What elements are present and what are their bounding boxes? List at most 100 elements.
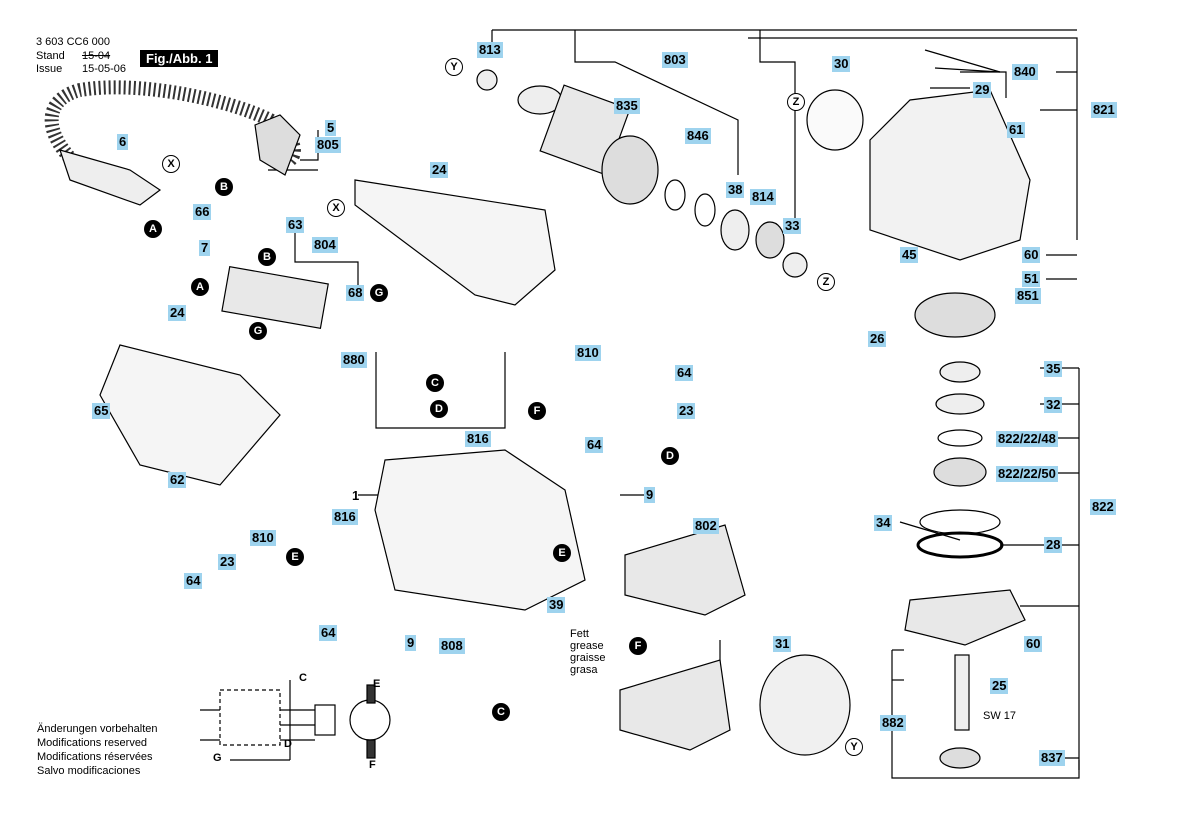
part-9-right: 9 (644, 487, 656, 503)
ref-C-module: C (426, 374, 444, 392)
ref-Z-bottom: Z (817, 273, 835, 291)
grease-label-1: Fett (570, 628, 589, 640)
ref-F-brush: F (528, 402, 546, 420)
ref-G-wire: G (370, 284, 388, 302)
part-840: 840 (1012, 64, 1038, 80)
part-837: 837 (1039, 750, 1065, 766)
ref-C-coil: C (492, 703, 510, 721)
part-64-top: 64 (675, 365, 694, 381)
footer-note-en: Modifications reserved (37, 737, 148, 749)
part-810-left: 810 (250, 530, 276, 546)
part-808: 808 (439, 638, 465, 654)
part-25: 25 (990, 678, 1009, 694)
part-1: 1 (352, 488, 360, 503)
part-5: 5 (325, 120, 337, 136)
part-64-left: 64 (184, 573, 203, 589)
stand-label: Stand (36, 50, 65, 62)
grease-label-2: grease (570, 640, 604, 652)
ref-X-handle: X (327, 199, 345, 217)
part-63: 63 (286, 217, 305, 233)
part-6: 6 (117, 134, 129, 150)
part-846: 846 (685, 128, 711, 144)
part-816-top: 816 (465, 431, 491, 447)
issue-label: Issue (36, 63, 63, 75)
ref-B-cable: B (215, 178, 233, 196)
document-number: 3 603 CC6 000 (36, 36, 110, 48)
part-805: 805 (315, 137, 341, 153)
part-30: 30 (832, 56, 851, 72)
part-23-left: 23 (218, 554, 237, 570)
grease-label-3: graisse (570, 652, 606, 664)
footer-note-es: Salvo modificaciones (37, 765, 141, 777)
part-66: 66 (193, 204, 212, 220)
part-882: 882 (880, 715, 906, 731)
part-29: 29 (973, 82, 992, 98)
part-7: 7 (199, 240, 211, 256)
footer-note-de: Änderungen vorbehalten (37, 723, 158, 735)
part-26: 26 (868, 331, 887, 347)
part-31: 31 (773, 636, 792, 652)
ref-Y-bottom: Y (845, 738, 863, 756)
issue-value: 15-05-06 (82, 63, 127, 75)
part-38: 38 (726, 182, 745, 198)
schematic-label-E: E (373, 678, 381, 690)
stand-value: 15-04 (82, 50, 111, 62)
part-65: 65 (92, 403, 111, 419)
schematic-label-C: C (299, 672, 307, 684)
ref-E-left: E (286, 548, 304, 566)
ref-A-cable: A (144, 220, 162, 238)
part-33: 33 (783, 218, 802, 234)
part-35: 35 (1044, 361, 1063, 377)
part-60-top: 60 (1022, 247, 1041, 263)
part-802: 802 (693, 518, 719, 534)
ref-Y-top: Y (445, 58, 463, 76)
part-880: 880 (341, 352, 367, 368)
footer-note-fr: Modifications réservées (37, 751, 153, 763)
wrench-size-label: SW 17 (983, 710, 1017, 722)
part-24-left: 24 (168, 305, 187, 321)
part-814: 814 (750, 189, 776, 205)
part-821: 821 (1091, 102, 1117, 118)
part-24-top: 24 (430, 162, 449, 178)
ref-X-left: X (162, 155, 180, 173)
ref-Z-top: Z (787, 93, 805, 111)
part-32: 32 (1044, 397, 1063, 413)
part-23-right: 23 (677, 403, 696, 419)
part-45: 45 (900, 247, 919, 263)
ref-G-switch: G (249, 322, 267, 340)
ref-B-switch: B (258, 248, 276, 266)
schematic-label-D: D (284, 738, 292, 750)
part-803: 803 (662, 52, 688, 68)
part-804: 804 (312, 237, 338, 253)
ref-D-module: D (430, 400, 448, 418)
part-835: 835 (614, 98, 640, 114)
part-28: 28 (1044, 537, 1063, 553)
part-34: 34 (874, 515, 893, 531)
schematic-label-G: G (213, 752, 222, 764)
part-822-22-50: 822/22/50 (996, 466, 1058, 482)
ref-F-coil: F (629, 637, 647, 655)
part-64-bottom: 64 (319, 625, 338, 641)
part-822-22-48: 822/22/48 (996, 431, 1058, 447)
part-810-top: 810 (575, 345, 601, 361)
figure-label: Fig./Abb. 1 (140, 50, 219, 67)
part-851: 851 (1015, 288, 1041, 304)
part-51: 51 (1022, 271, 1041, 287)
schematic-label-F: F (369, 759, 376, 771)
part-816-left: 816 (332, 509, 358, 525)
ref-E-motor: E (553, 544, 571, 562)
part-39: 39 (547, 597, 566, 613)
ref-A-switch: A (191, 278, 209, 296)
part-61: 61 (1007, 122, 1026, 138)
part-68: 68 (346, 285, 365, 301)
part-822: 822 (1090, 499, 1116, 515)
part-60-bottom: 60 (1024, 636, 1043, 652)
part-813: 813 (477, 42, 503, 58)
part-64-mid: 64 (585, 437, 604, 453)
part-9-left: 9 (405, 635, 417, 651)
part-62: 62 (168, 472, 187, 488)
grease-label-4: grasa (570, 664, 598, 676)
ref-D-wire: D (661, 447, 679, 465)
